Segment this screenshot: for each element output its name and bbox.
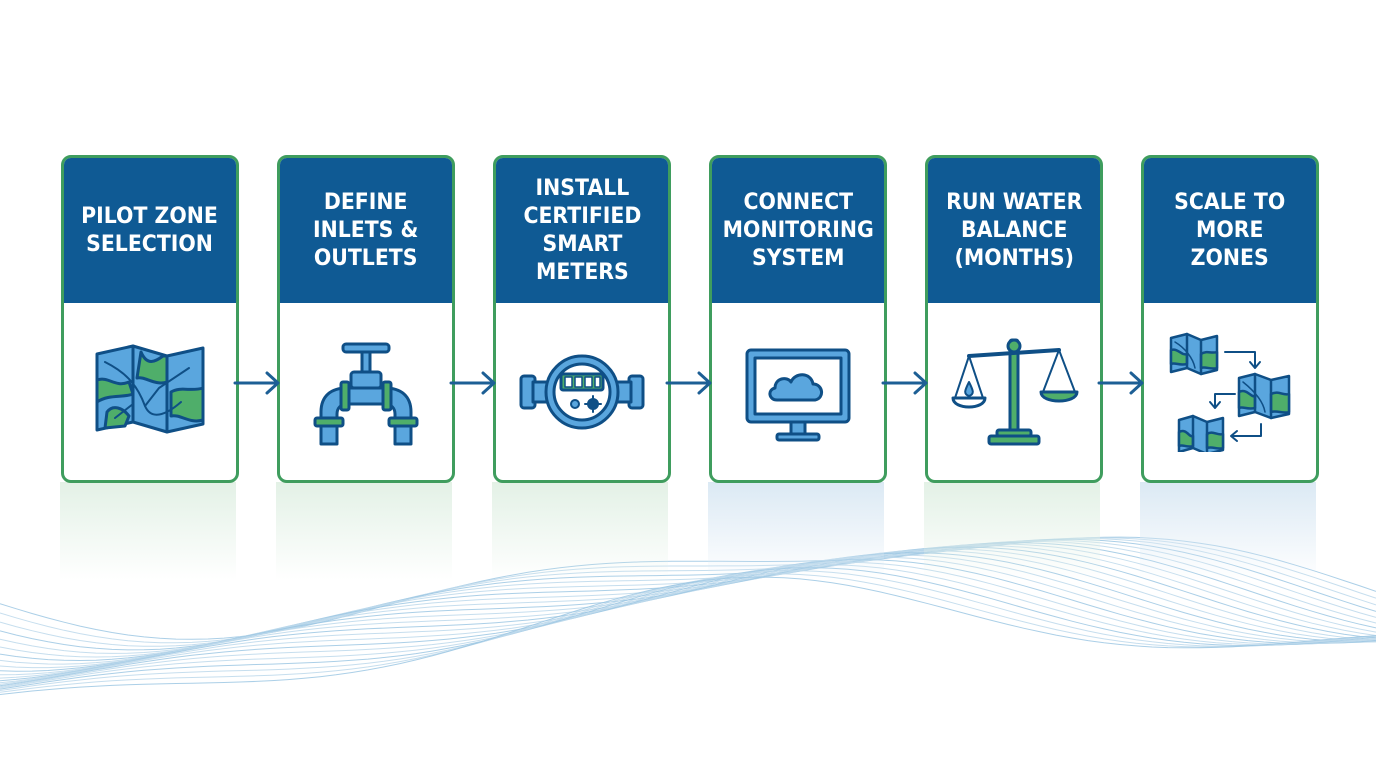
step-card-run-water-balance: RUN WATER BALANCE (MONTHS) [925,155,1103,483]
wave-line [0,567,1376,690]
arrow-right-icon [881,371,928,395]
step-header: RUN WATER BALANCE (MONTHS) [928,158,1100,303]
step-card-install-smart-meters: INSTALL CERTIFIED SMART METERS [493,155,671,483]
arrow-right-icon [1097,371,1144,395]
card-reflection-4 [708,482,884,580]
step-header: SCALE TO MORE ZONES [1144,158,1316,303]
step-title: RUN WATER BALANCE (MONTHS) [945,189,1083,271]
wave-line [0,559,1376,687]
step-card-pilot-zone-selection: PILOT ZONE SELECTION [61,155,239,483]
card-reflection-5 [924,482,1100,580]
balance-scale-icon [951,338,1079,445]
step-title: CONNECT MONITORING SYSTEM [722,189,874,271]
step-header: CONNECT MONITORING SYSTEM [712,158,884,303]
wave-line [0,576,1376,695]
arrow-right-icon [233,371,280,395]
arrow-right-icon [449,371,496,395]
step-title: SCALE TO MORE ZONES [1174,189,1286,271]
arrow-right-icon [665,371,712,395]
card-reflection-1 [60,482,236,580]
multiple-maps-icon [1169,332,1291,452]
step-card-scale-to-more-zones: SCALE TO MORE ZONES [1141,155,1319,483]
wave-line [0,552,1376,682]
step-title: PILOT ZONE SELECTION [81,203,219,257]
water-meter-icon [519,354,645,429]
card-reflection-3 [492,482,668,580]
map-icon [95,344,205,433]
wave-line [0,554,1376,684]
card-reflection-2 [276,482,452,580]
pipe-valve-icon [313,342,419,445]
card-reflection-6 [1140,482,1316,580]
step-title: INSTALL CERTIFIED SMART METERS [523,175,641,285]
step-header: DEFINE INLETS & OUTLETS [280,158,452,303]
step-header: INSTALL CERTIFIED SMART METERS [496,158,668,303]
wave-line [0,564,1376,689]
cloud-monitor-icon [745,348,851,441]
step-header: PILOT ZONE SELECTION [64,158,236,303]
step-card-define-inlets-outlets: DEFINE INLETS & OUTLETS [277,155,455,483]
wave-line [0,556,1376,685]
step-title: DEFINE INLETS & OUTLETS [313,189,419,271]
step-card-connect-monitoring-system: CONNECT MONITORING SYSTEM [709,155,887,483]
wave-line [0,561,1376,688]
